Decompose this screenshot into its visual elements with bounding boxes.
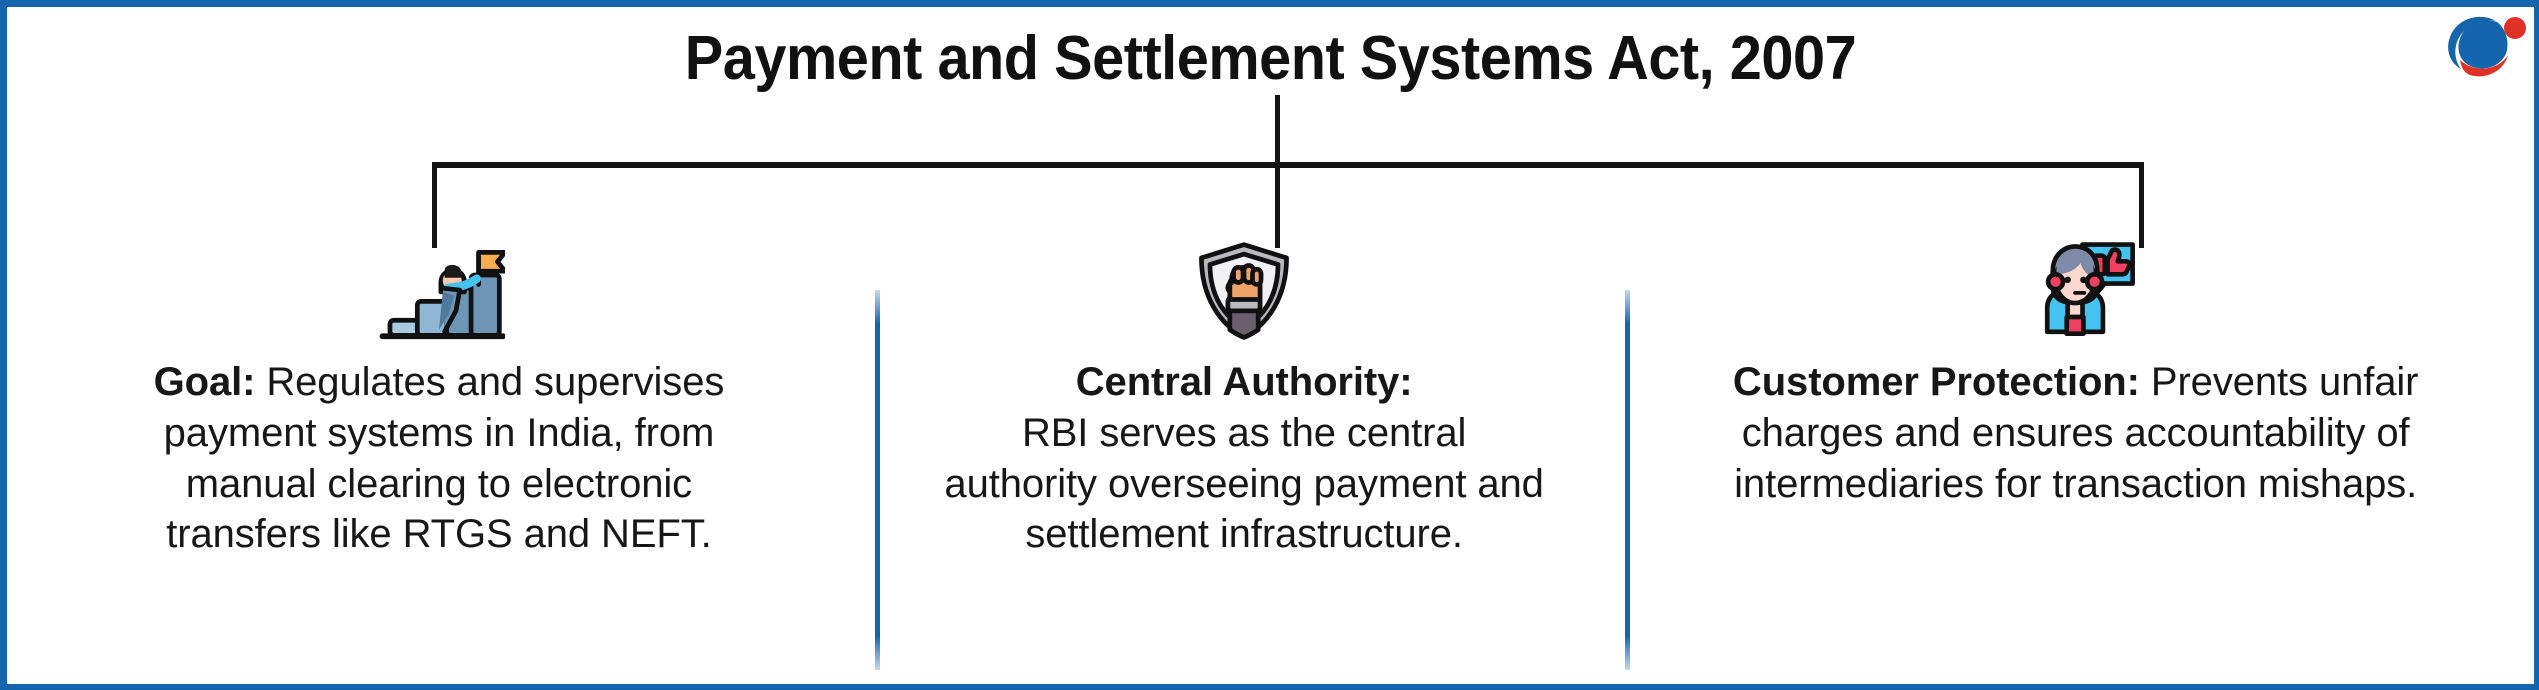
column-central-authority-body: RBI serves as the central authority over… [944, 410, 1544, 557]
column-customer-protection-text: Customer Protection: Prevents unfair cha… [1676, 357, 2476, 509]
column-central-authority: Central Authority: RBI serves as the cent… [871, 239, 1617, 560]
column-goal-label: Goal: [153, 360, 256, 404]
connector-drop-right [2139, 162, 2144, 248]
shield-fist-icon [1192, 239, 1296, 343]
column-goal-body: Regulates and supervises payment systems… [163, 360, 725, 557]
column-divider-1 [875, 290, 880, 670]
column-customer-protection-label: Customer Protection: [1732, 360, 2140, 404]
connector-horizontal [432, 162, 2144, 168]
connector-drop-center [1275, 162, 1280, 248]
column-goal-text: Goal: Regulates and supervises payment s… [124, 357, 754, 560]
column-goal: Goal: Regulates and supervises payment s… [7, 239, 871, 560]
columns-container: Goal: Regulates and supervises payment s… [7, 239, 2534, 679]
column-customer-protection: Customer Protection: Prevents unfair cha… [1617, 239, 2534, 509]
brand-logo [2434, 9, 2530, 83]
page-title: Payment and Settlement Systems Act, 2007 [684, 24, 1857, 93]
column-central-authority-label: Central Authority: [1075, 360, 1413, 404]
column-central-authority-text: Central Authority: RBI serves as the cent… [944, 357, 1544, 560]
column-divider-2 [1625, 290, 1630, 670]
climbing-steps-flag-icon [373, 239, 505, 343]
support-person-thumbsup-icon [2015, 239, 2137, 343]
connector-stem [1275, 95, 1280, 165]
connector-drop-left [432, 162, 437, 248]
column-customer-protection-body: Prevents unfair charges and ensures acco… [1734, 360, 2419, 506]
